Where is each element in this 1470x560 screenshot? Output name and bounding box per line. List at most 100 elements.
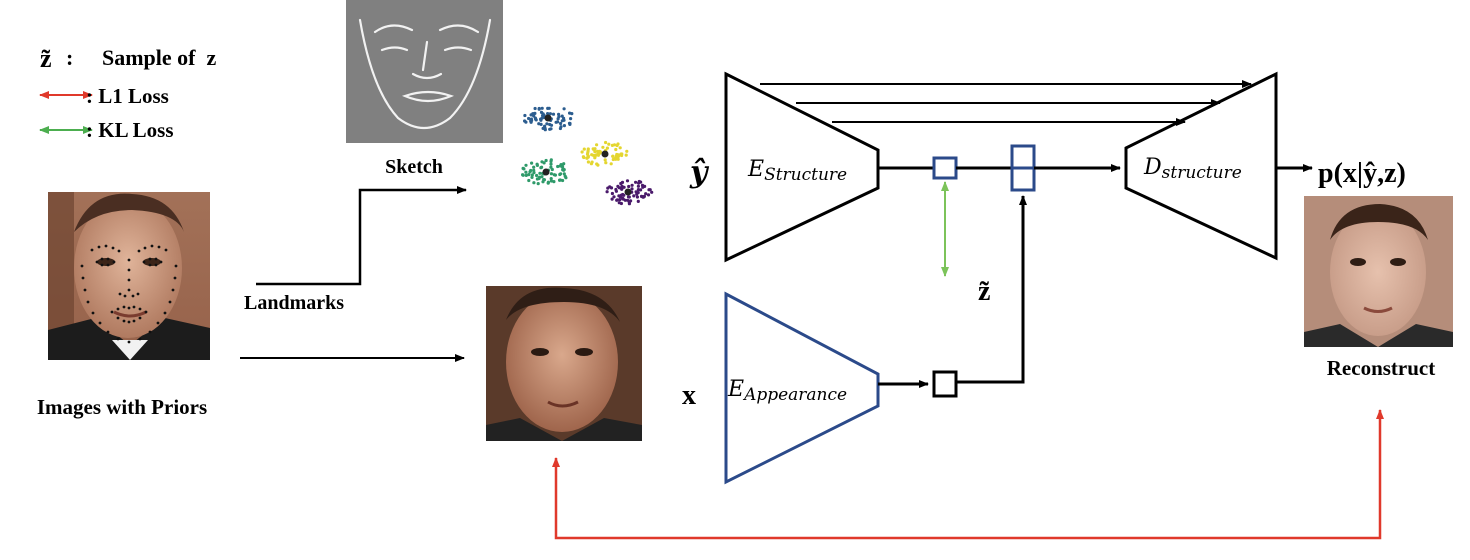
reconstruct-label: Reconstruct — [1327, 356, 1435, 380]
cluster-point — [540, 106, 544, 110]
cluster-point — [632, 194, 636, 198]
legend-z-symbol: z̃ — [40, 44, 52, 73]
cluster-point — [530, 175, 534, 179]
cluster-point — [539, 122, 543, 126]
cluster-point — [615, 198, 619, 202]
cluster-point — [621, 196, 625, 200]
cluster-point — [546, 112, 550, 116]
cluster-point — [529, 117, 534, 121]
cluster-point — [644, 192, 648, 196]
structure-encoder-label: EStructure — [747, 157, 847, 185]
cluster-point — [615, 143, 619, 148]
cluster-point — [648, 188, 652, 192]
cluster-point — [590, 160, 594, 164]
cluster-point — [623, 198, 627, 202]
combined-latent-box-bottom — [1010, 166, 1036, 192]
cluster-point — [598, 150, 603, 154]
reconstructed-face — [1304, 196, 1453, 347]
cluster-point — [630, 183, 634, 187]
cluster-point — [524, 163, 528, 167]
cluster-point — [636, 199, 640, 203]
cluster-point — [591, 147, 595, 151]
cluster-point — [626, 195, 631, 199]
cluster-point — [604, 140, 608, 145]
cluster-point — [535, 163, 540, 167]
cluster-point — [559, 172, 563, 176]
cluster-point — [626, 198, 630, 202]
cluster-point — [627, 184, 631, 189]
cluster-point — [543, 124, 547, 128]
legend: z̃ : Sample of z : L1 Loss : KL Loss — [39, 44, 217, 142]
cluster-point — [610, 191, 615, 196]
cluster-point — [630, 187, 634, 191]
cluster-point — [523, 119, 527, 123]
cluster-point — [532, 165, 536, 169]
cluster-point — [531, 112, 535, 116]
legend-l1-label: : L1 Loss — [86, 84, 169, 108]
z-tilde-label: z̃ — [978, 276, 990, 307]
cluster-point — [546, 106, 550, 110]
cluster-point — [562, 107, 566, 111]
cluster-point — [593, 150, 597, 154]
cluster-point — [521, 166, 525, 170]
cluster-point — [622, 193, 626, 197]
cluster-center — [624, 188, 632, 196]
cluster-point — [544, 158, 548, 163]
cluster-point — [618, 146, 622, 150]
cluster-point — [549, 127, 553, 131]
cluster-point — [606, 186, 610, 190]
l1-loss-arrow — [552, 409, 1384, 540]
cluster-point — [601, 145, 605, 149]
cluster-point — [568, 111, 572, 115]
cluster-point — [530, 161, 534, 165]
cluster-point — [595, 162, 599, 166]
cluster-point — [617, 201, 621, 205]
x-label: x — [682, 380, 696, 411]
cluster-point — [552, 180, 556, 184]
cluster-point — [540, 165, 544, 169]
cluster-point — [625, 149, 629, 153]
cluster-point — [524, 173, 528, 177]
cluster-center — [542, 168, 550, 176]
cluster-point — [560, 119, 564, 123]
legend-z-colon: : — [66, 45, 73, 70]
cluster-point — [585, 156, 589, 160]
cluster-point — [524, 170, 528, 174]
cluster-point — [537, 176, 541, 181]
cluster-point — [549, 159, 553, 163]
sketch-image — [346, 0, 503, 143]
cluster-point — [586, 160, 591, 164]
appearance-latent-box — [932, 370, 958, 398]
cluster-point — [595, 143, 599, 147]
cluster-point — [611, 154, 615, 158]
cluster-point — [618, 198, 622, 202]
cluster-point — [533, 106, 537, 111]
cluster-point — [559, 125, 563, 129]
landmark-clusters — [521, 106, 654, 206]
cluster-point — [554, 120, 558, 124]
cluster-point — [624, 153, 628, 157]
legend-z-description: Sample of z — [102, 45, 217, 70]
cluster-point — [543, 128, 547, 132]
cluster-point — [629, 199, 633, 203]
cluster-point — [527, 116, 531, 121]
cluster-point — [521, 173, 525, 177]
cluster-point — [562, 168, 566, 172]
cluster-point — [538, 171, 542, 175]
cluster-center — [601, 150, 609, 158]
cluster-point — [562, 116, 566, 120]
cluster-center — [544, 114, 552, 122]
cluster-point — [650, 190, 654, 194]
landmarks-label: Landmarks — [244, 292, 344, 314]
cluster-point — [551, 112, 556, 116]
cluster-point — [620, 187, 624, 191]
cluster-point — [582, 147, 586, 151]
cluster-point — [539, 110, 544, 114]
cluster-point — [556, 164, 560, 169]
cluster-point — [605, 190, 609, 194]
cluster-point — [557, 112, 561, 116]
cluster-point — [603, 158, 607, 162]
cluster-point — [534, 117, 538, 121]
cluster-point — [553, 173, 558, 177]
cluster-point — [532, 181, 536, 185]
